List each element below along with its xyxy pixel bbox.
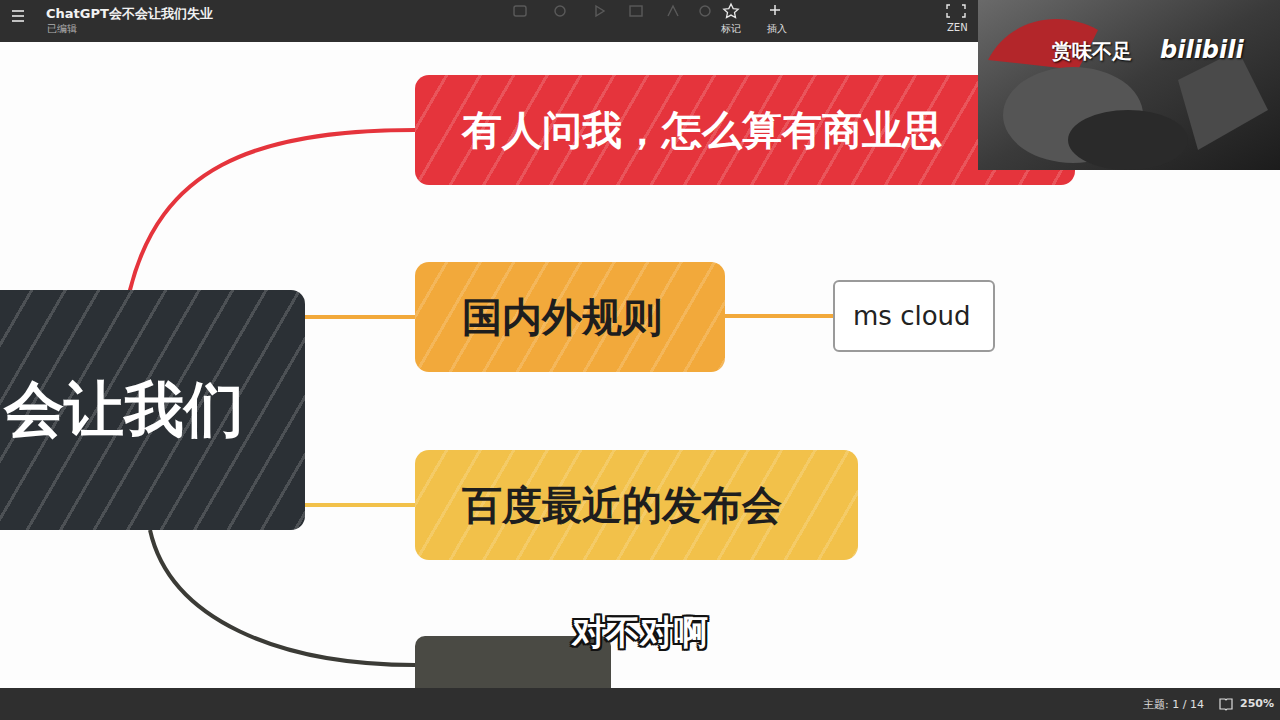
zoom-level: 250% [1240,697,1274,710]
branch-line [150,530,415,665]
book-icon [1218,696,1234,712]
watermark-text: 赏味不足 [1052,38,1132,65]
editing-topic-box: ms cloud [833,280,995,352]
toolbar-label: 插入 [767,22,787,36]
topic-text: 有人问我，怎么算有商业思 [462,103,942,158]
connector-line [305,317,415,318]
bottom-statusbar [0,688,1280,720]
topic-text: 百度最近的发布会 [462,478,782,533]
toolbar-label: 标记 [721,22,741,36]
central-topic: 会让我们 [0,290,305,530]
webcam-overlay [978,0,1280,170]
connector-line [305,505,415,506]
save-status: 已编辑 [47,22,77,36]
document-title: ChatGPT会不会让我们失业 [46,5,213,23]
topic-text: 国内外规则 [462,290,662,345]
connector-line [725,316,833,317]
subtopic-box: 国内外规则 [415,262,725,372]
subtopic-box: 百度最近的发布会 [415,450,858,560]
status-text: 主题: 1 / 14 [1143,697,1204,712]
topic-text: ms cloud [853,301,971,331]
watermark-logo: bilibili [1160,36,1244,64]
connector-line [130,130,415,290]
video-subtitle: 对不对啊 [572,610,708,656]
subtopic-box: 有人问我，怎么算有商业思 [415,75,1075,185]
topic-text: 会让我们 [4,370,244,451]
toolbar-label: ZEN [947,22,968,33]
